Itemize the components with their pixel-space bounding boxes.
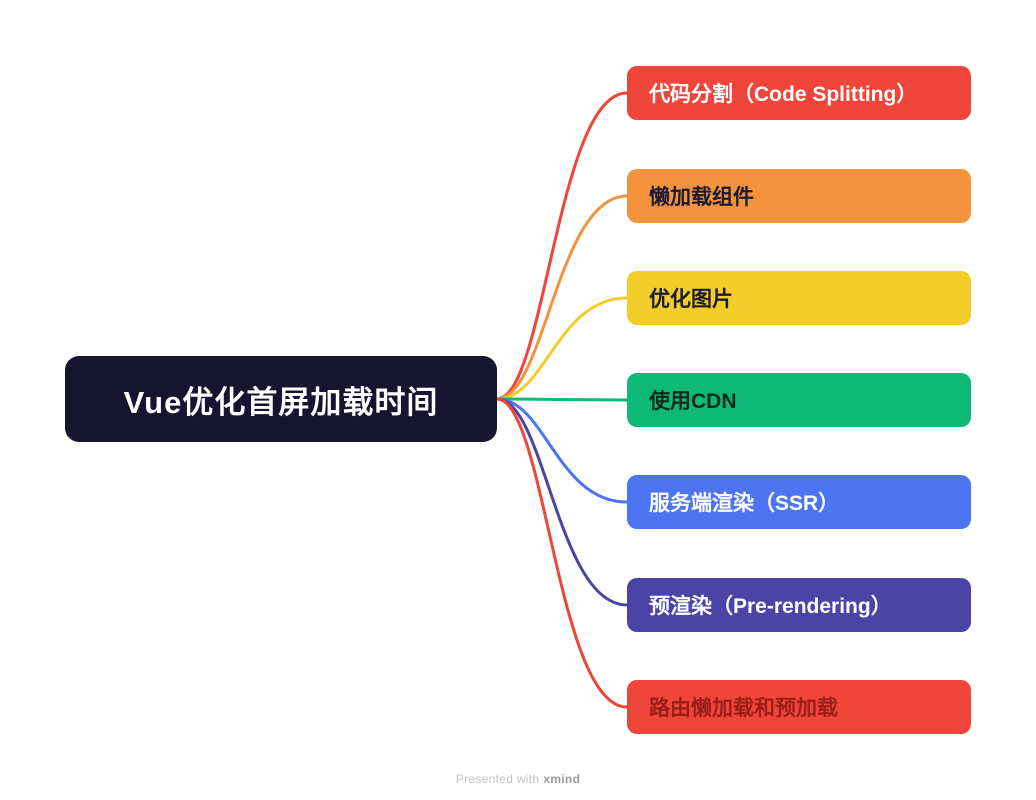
- root-topic-label: Vue优化首屏加载时间: [123, 384, 439, 420]
- topic-label: 路由懒加载和预加载: [649, 697, 838, 720]
- connector-edge: [495, 397, 629, 504]
- connector-edge: [495, 194, 629, 401]
- watermark-brand: xmind: [543, 772, 581, 786]
- topic-code-splitting[interactable]: 代码分割（Code Splitting）: [627, 66, 971, 120]
- topic-label: 优化图片: [649, 288, 733, 311]
- topic-optimize-images[interactable]: 优化图片: [627, 271, 971, 325]
- connector-edge: [495, 91, 629, 401]
- topic-pre-rendering[interactable]: 预渲染（Pre-rendering）: [627, 578, 971, 632]
- connector-edge: [495, 397, 629, 402]
- topic-label: 使用CDN: [649, 390, 737, 413]
- topic-label: 预渲染（Pre-rendering）: [649, 595, 892, 618]
- connector-edge: [495, 397, 629, 709]
- topic-use-cdn[interactable]: 使用CDN: [627, 373, 971, 427]
- connector-edge: [495, 296, 629, 401]
- topic-label: 代码分割（Code Splitting）: [649, 83, 918, 106]
- root-topic[interactable]: Vue优化首屏加载时间: [65, 356, 497, 442]
- topic-route-lazy-preload[interactable]: 路由懒加载和预加载: [627, 680, 971, 734]
- connector-edge: [495, 397, 629, 607]
- topic-ssr[interactable]: 服务端渲染（SSR）: [627, 475, 971, 529]
- topic-label: 服务端渲染（SSR）: [649, 492, 840, 515]
- topic-label: 懒加载组件: [649, 186, 754, 209]
- topic-lazy-load-components[interactable]: 懒加载组件: [627, 169, 971, 223]
- watermark-prefix: Presented with: [455, 772, 540, 786]
